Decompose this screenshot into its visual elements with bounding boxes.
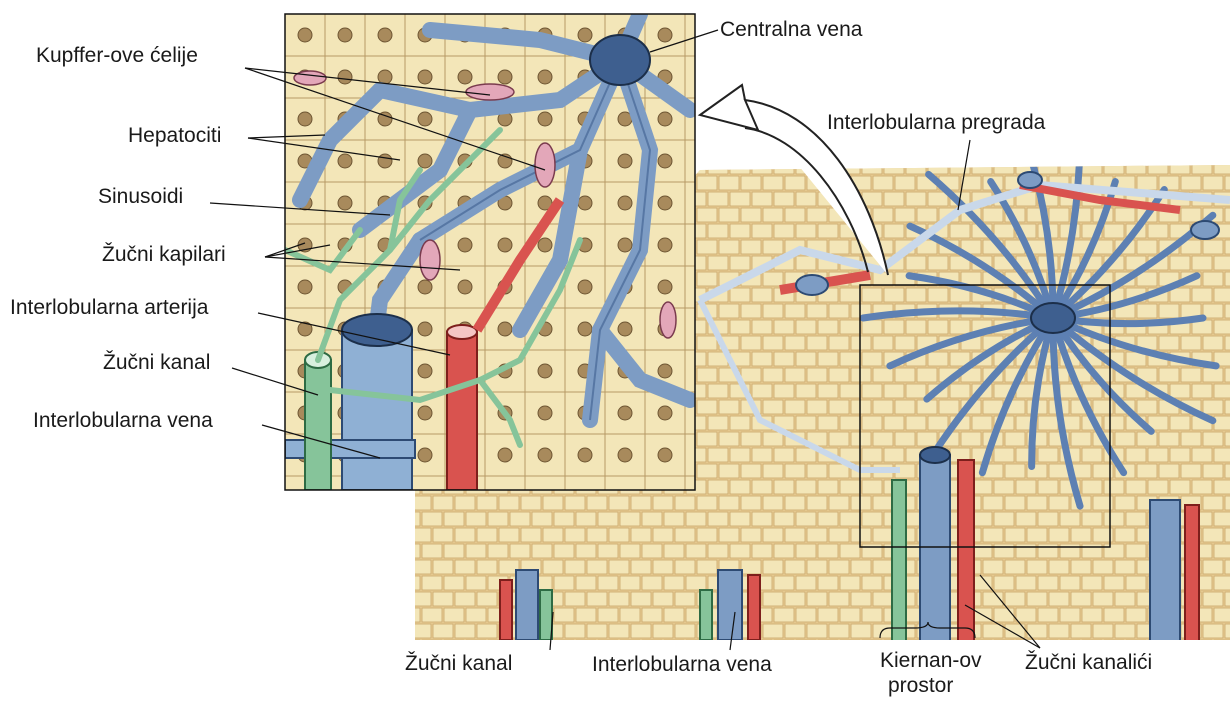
label-kupffer-cells: Kupffer-ove ćelije bbox=[36, 44, 198, 68]
label-interlobular-artery: Interlobularna arterija bbox=[10, 296, 208, 320]
label-interlobular-vein-left: Interlobularna vena bbox=[33, 409, 213, 433]
label-bile-canaliculi: Žučni kanalići bbox=[1025, 651, 1152, 675]
label-bile-duct-left: Žučni kanal bbox=[103, 351, 210, 375]
label-kiernan-line2: prostor bbox=[888, 674, 953, 698]
label-central-vein: Centralna vena bbox=[720, 18, 862, 42]
label-bile-duct-bottom: Žučni kanal bbox=[405, 652, 512, 676]
label-bile-capillaries: Žučni kapilari bbox=[102, 243, 226, 267]
zoom-panel bbox=[285, 14, 725, 518]
label-hepatocytes: Hepatociti bbox=[128, 124, 221, 148]
label-interlobular-septum: Interlobularna pregrada bbox=[827, 111, 1045, 135]
central-vein bbox=[1031, 303, 1075, 333]
label-kiernan-line1: Kiernan-ov bbox=[880, 649, 982, 673]
label-sinusoids: Sinusoidi bbox=[98, 185, 183, 209]
label-interlobular-vein-bottom: Interlobularna vena bbox=[592, 653, 772, 677]
